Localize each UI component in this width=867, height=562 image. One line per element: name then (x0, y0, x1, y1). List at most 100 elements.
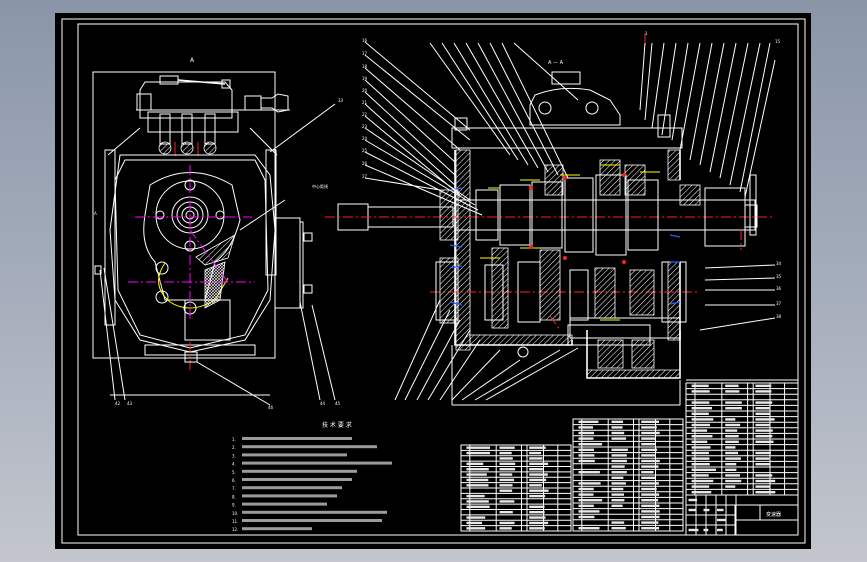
table-cell-text (467, 522, 483, 524)
tech-req-text (242, 486, 342, 489)
svg-text:42: 42 (115, 401, 121, 406)
svg-text:35: 35 (776, 274, 782, 279)
table-cell-text (467, 473, 487, 475)
tech-req-text (242, 494, 337, 497)
table-cell-text (612, 527, 626, 529)
table-cell-text (692, 418, 714, 420)
table-cell-text (755, 457, 769, 459)
tech-req-text (242, 453, 347, 456)
table-cell-text (689, 499, 698, 501)
table-cell-text (725, 401, 742, 403)
table-cell-text (529, 446, 546, 448)
table-cell-text (467, 479, 489, 481)
table-cell-text (704, 509, 710, 511)
table-cell-text (641, 437, 655, 439)
table-cell-text (725, 457, 741, 459)
table-cell-text (529, 516, 545, 518)
table-cell-text (641, 443, 655, 445)
table-cell-text (579, 505, 594, 507)
table-cell-text (692, 452, 709, 454)
table-cell-text (641, 516, 659, 518)
table-cell-text (500, 473, 513, 475)
table-cell-text (641, 505, 659, 507)
table-cell-text (755, 441, 773, 443)
table-cell-text (529, 495, 545, 497)
svg-text:中心距线: 中心距线 (312, 183, 328, 189)
table-cell-text (579, 426, 594, 428)
table-cell-text (467, 463, 484, 465)
parts-table-2 (573, 419, 683, 531)
tech-req-item: 4. (232, 462, 236, 467)
svg-text:22: 22 (362, 112, 368, 117)
table-cell-text (467, 516, 486, 518)
main-shaft-gears (440, 160, 700, 255)
table-cell-text (755, 390, 771, 392)
table-cell-text (529, 463, 548, 465)
table-cell-text (529, 468, 543, 470)
svg-text:19: 19 (362, 76, 368, 81)
table-cell-text (500, 452, 512, 454)
table-cell-text (755, 435, 772, 437)
table-cell-text (755, 407, 770, 409)
table-cell-text (692, 390, 710, 392)
table-cell-text (717, 509, 724, 511)
table-cell-text (579, 499, 603, 501)
table-cell-text (725, 485, 735, 487)
inner-frame (78, 24, 798, 535)
table-cell-text (579, 437, 594, 439)
table-cell-text (717, 519, 726, 521)
svg-text:21: 21 (362, 100, 368, 105)
table-cell-text (579, 432, 595, 434)
tech-req-item: 3. (232, 453, 236, 458)
table-cell-text (725, 424, 740, 426)
table-cell-text (692, 401, 710, 403)
svg-text:43: 43 (127, 401, 133, 406)
tech-req-item: 5. (232, 470, 236, 475)
table-cell-text (692, 491, 712, 493)
table-cell-text (612, 460, 627, 462)
table-cell-text (467, 484, 489, 486)
table-cell-text (579, 421, 599, 423)
svg-text:24: 24 (362, 136, 368, 141)
table-cell-text (612, 493, 625, 495)
table-cell-text (692, 385, 709, 387)
table-cell-text (692, 446, 711, 448)
tech-req-item: 6. (232, 478, 236, 483)
table-cell-text (500, 479, 515, 481)
table-cell-text (467, 500, 489, 502)
tech-req-text (242, 478, 352, 481)
table-cell-text (755, 491, 775, 493)
table-cell-text (500, 463, 516, 465)
table-cell-text (612, 521, 625, 523)
tech-req-item: 11. (232, 519, 238, 524)
table-cell-text (692, 480, 714, 482)
table-cell-text (579, 527, 600, 529)
svg-text:27: 27 (362, 174, 368, 179)
table-cell-text (467, 468, 489, 470)
svg-text:36: 36 (776, 286, 782, 291)
tech-req-text (242, 519, 382, 522)
table-cell-text (612, 477, 624, 479)
svg-text:16: 16 (362, 38, 368, 43)
table-cell-text (689, 529, 699, 531)
parts-list (461, 383, 798, 535)
table-cell-text (500, 484, 513, 486)
table-cell-text (755, 474, 772, 476)
table-cell-text (725, 390, 739, 392)
svg-text:46: 46 (268, 405, 274, 410)
table-cell-text (500, 527, 512, 529)
table-cell-text (529, 484, 542, 486)
table-cell-text (612, 471, 627, 473)
cad-drawing: A (55, 13, 811, 549)
table-cell-text (612, 488, 624, 490)
table-cell-text (612, 465, 625, 467)
table-cell-text (692, 413, 709, 415)
table-cell-text (579, 493, 594, 495)
table-cell-text (500, 522, 515, 524)
title-block-grid (686, 495, 736, 535)
section-label: A — A (548, 60, 564, 66)
svg-text:18: 18 (362, 64, 368, 69)
tech-req-item: 7. (232, 486, 236, 491)
countershaft-gears (436, 248, 686, 328)
table-cell-text (641, 510, 659, 512)
